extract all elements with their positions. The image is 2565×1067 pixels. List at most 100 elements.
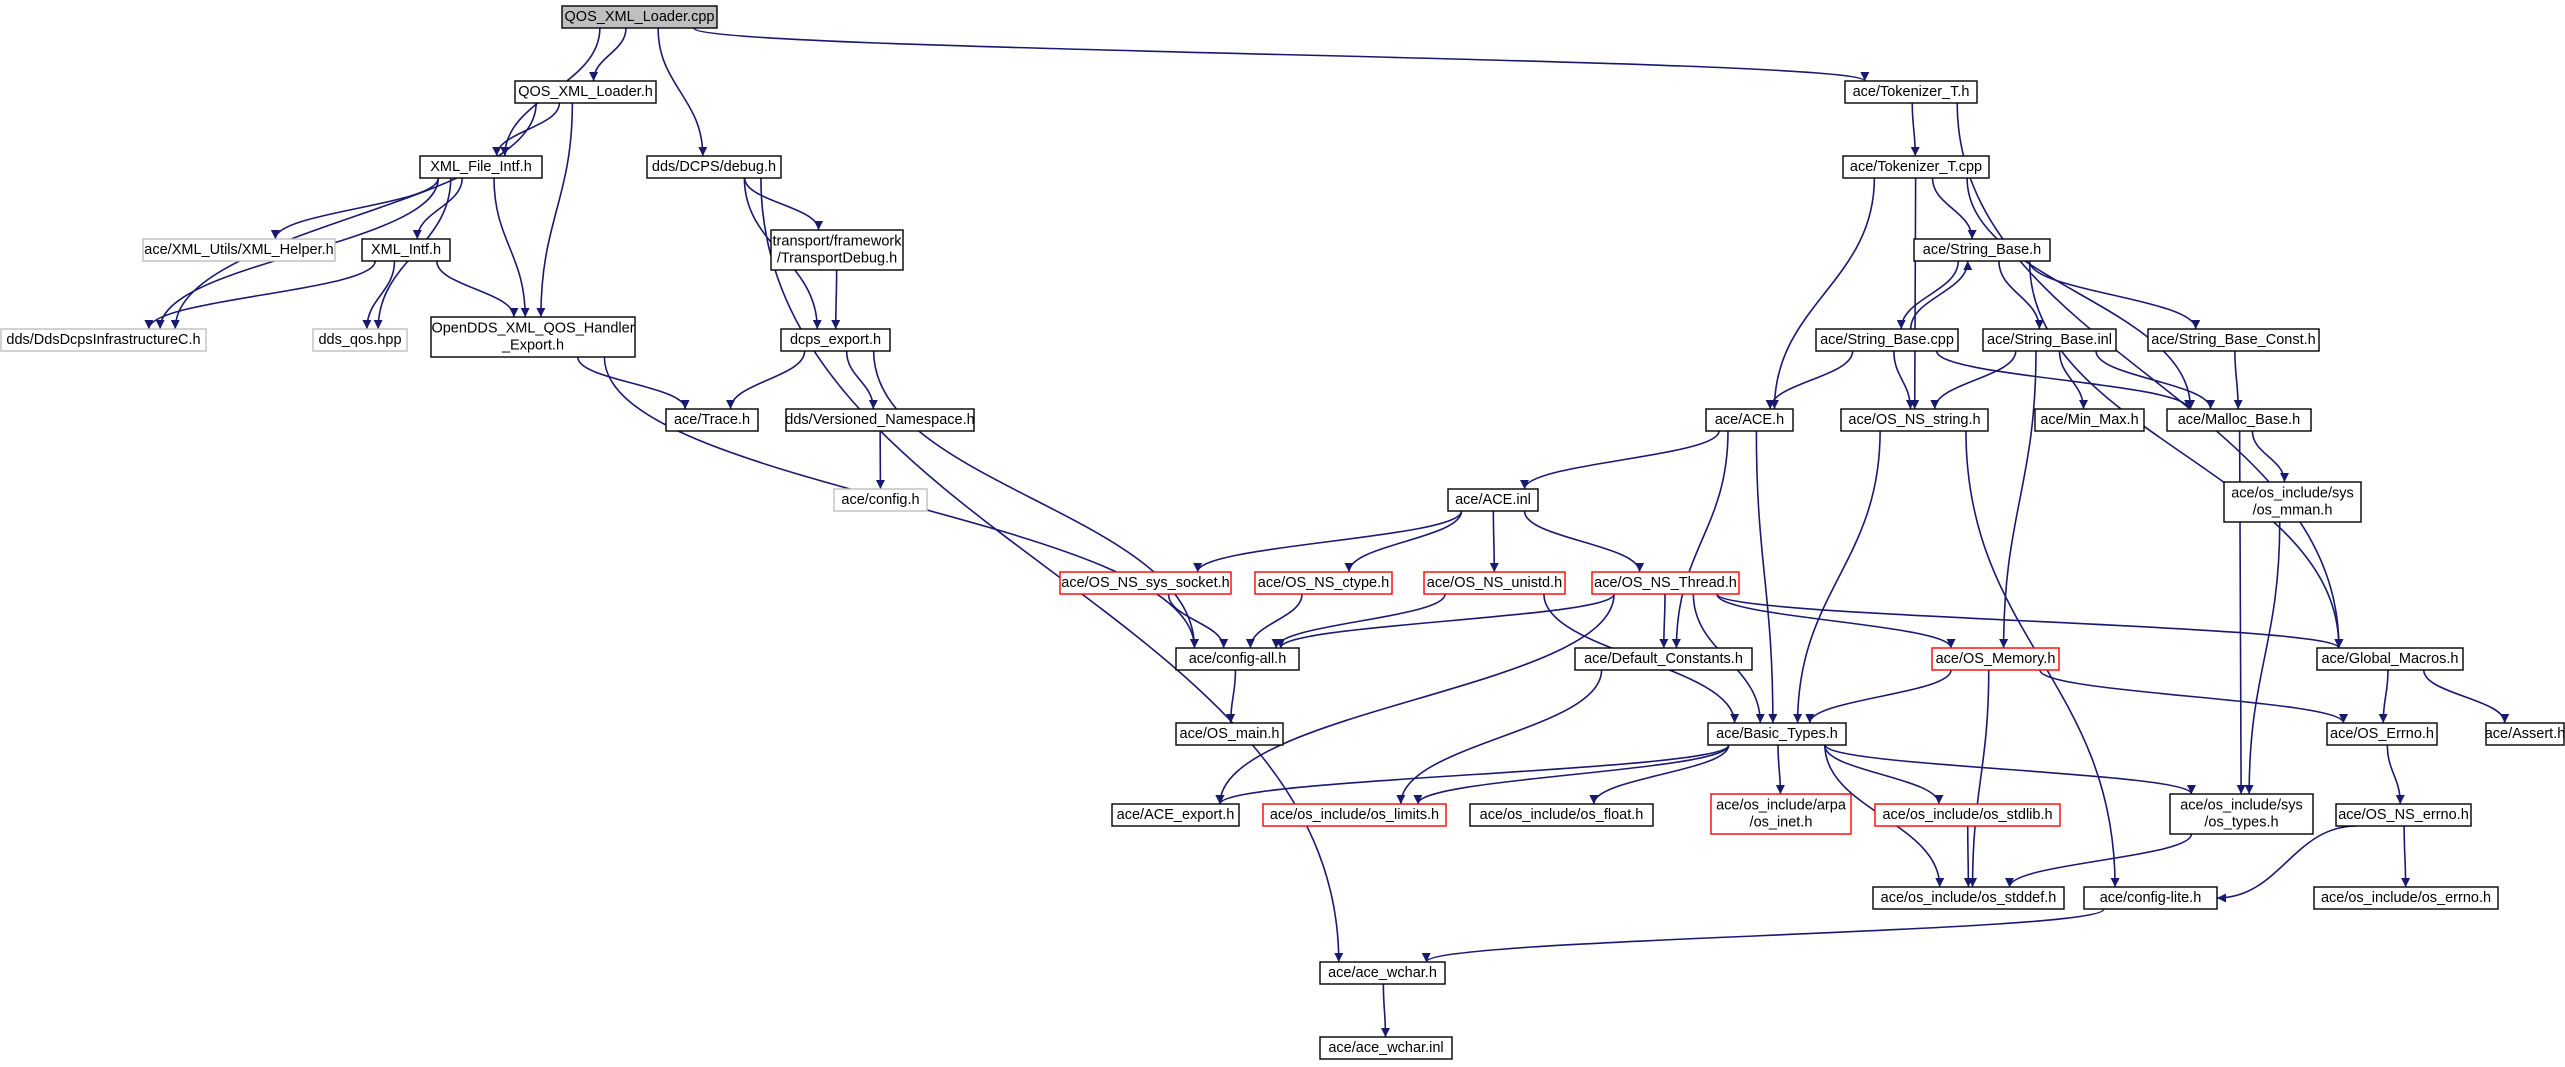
dependency-edge-string_base_cpp-to-ace_h	[1765, 350, 1854, 410]
node-label-dcps_export_h-0: dcps_export.h	[790, 332, 881, 348]
dependency-edge-string_base_h-to-string_base_inl	[1998, 260, 2044, 330]
dependency-edge-os_errno_h-to-os_ns_errno_h	[2386, 744, 2405, 805]
node-string_base_const_h[interactable]: ace/String_Base_Const.h	[2147, 328, 2320, 352]
node-os_limits_h[interactable]: ace/os_include/os_limits.h	[1262, 803, 1447, 827]
node-config_lite_h[interactable]: ace/config-lite.h	[2083, 886, 2218, 910]
node-os_ns_unistd_h[interactable]: ace/OS_NS_unistd.h	[1423, 571, 1566, 595]
node-dcps_export_h[interactable]: dcps_export.h	[780, 328, 891, 352]
node-box-basic_types_h	[1707, 722, 1847, 746]
dependency-edge-string_base_inl-to-os_ns_string_h	[1930, 350, 2017, 410]
node-box-tokenizer_t_h	[1844, 80, 1978, 104]
node-label-os_inet_h-0: ace/os_include/arpa	[1716, 798, 1847, 814]
node-label-os_mman_h-0: ace/os_include/sys	[2231, 486, 2354, 502]
dependency-edge-debug_h-to-ace_wchar_h	[760, 177, 1344, 963]
node-box-os_main_h	[1175, 722, 1284, 746]
node-trace_h[interactable]: ace/Trace.h	[665, 408, 759, 432]
node-ace_wchar_h[interactable]: ace/ace_wchar.h	[1319, 961, 1446, 985]
node-debug_h[interactable]: dds/DCPS/debug.h	[646, 155, 782, 179]
node-string_base_h[interactable]: ace/String_Base.h	[1913, 238, 2051, 262]
node-config_all_h[interactable]: ace/config-all.h	[1175, 647, 1300, 671]
node-versioned_ns_h[interactable]: dds/Versioned_Namespace.h	[785, 408, 975, 432]
node-label-os_float_h-0: ace/os_include/os_float.h	[1480, 807, 1644, 823]
node-global_macros_h[interactable]: ace/Global_Macros.h	[2316, 647, 2464, 671]
node-label-os_stddef_h-0: ace/os_include/os_stddef.h	[1881, 890, 2057, 906]
dependency-edge-os_ns_thread_h-to-os_memory_h	[1716, 593, 1956, 649]
node-malloc_base_h[interactable]: ace/Malloc_Base.h	[2166, 408, 2312, 432]
node-os_main_h[interactable]: ace/OS_main.h	[1175, 722, 1284, 746]
node-os_inet_h[interactable]: ace/os_include/arpa/os_inet.h	[1710, 793, 1852, 835]
node-os_ns_ctype_h[interactable]: ace/OS_NS_ctype.h	[1254, 571, 1393, 595]
node-box-min_max_h	[2034, 408, 2145, 432]
node-os_stdlib_h[interactable]: ace/os_include/os_stdlib.h	[1874, 803, 2061, 827]
node-os_float_h[interactable]: ace/os_include/os_float.h	[1469, 803, 1654, 827]
dependency-edge-xml_file_intf_h-to-xml_helper_h	[270, 177, 440, 240]
node-os_ns_errno_h[interactable]: ace/OS_NS_errno.h	[2335, 803, 2472, 827]
node-label-qos_xml_loader_h-0: QOS_XML_Loader.h	[518, 84, 653, 100]
node-label-xml_file_intf_h-0: XML_File_Intf.h	[430, 159, 532, 175]
dependency-edge-default_constants_h-to-os_limits_h	[1396, 669, 1603, 805]
node-handler_export_h[interactable]: OpenDDS_XML_QOS_Handler_Export.h	[430, 316, 636, 358]
node-qos_xml_loader_h[interactable]: QOS_XML_Loader.h	[514, 80, 657, 104]
node-xml_helper_h[interactable]: ace/XML_Utils/XML_Helper.h	[142, 238, 336, 262]
node-tokenizer_t_h[interactable]: ace/Tokenizer_T.h	[1844, 80, 1978, 104]
node-label-default_constants_h-0: ace/Default_Constants.h	[1584, 651, 1743, 667]
dependency-edge-os_ns_string_h-to-basic_types_h	[1793, 430, 1881, 724]
dependency-edge-os_ns_errno_h-to-os_errno_inc_h	[2401, 825, 2411, 888]
node-dds_infrastructure_h[interactable]: dds/DdsDcpsInfrastructureC.h	[0, 328, 207, 352]
node-label-qos_xml_loader_cpp-0: QOS_XML_Loader.cpp	[565, 9, 715, 25]
node-os_ns_string_h[interactable]: ace/OS_NS_string.h	[1840, 408, 1989, 432]
dependency-edge-os_ns_thread_h-to-default_constants_h	[1659, 593, 1669, 649]
node-assert_h[interactable]: ace/Assert.h	[2485, 722, 2565, 746]
node-os_ns_sys_socket_h[interactable]: ace/OS_NS_sys_socket.h	[1059, 571, 1232, 595]
node-xml_file_intf_h[interactable]: XML_File_Intf.h	[419, 155, 543, 179]
node-os_errno_inc_h[interactable]: ace/os_include/os_errno.h	[2313, 886, 2499, 910]
node-box-qos_xml_loader_h	[514, 80, 657, 104]
node-string_base_cpp[interactable]: ace/String_Base.cpp	[1815, 328, 1959, 352]
node-box-debug_h	[646, 155, 782, 179]
node-min_max_h[interactable]: ace/Min_Max.h	[2034, 408, 2145, 432]
node-label-string_base_const_h-0: ace/String_Base_Const.h	[2151, 332, 2315, 348]
node-dds_qos_hpp[interactable]: dds_qos.hpp	[312, 328, 408, 352]
dependency-edge-qos_xml_loader_h-to-handler_export_h	[536, 102, 574, 318]
node-tokenizer_t_cpp[interactable]: ace/Tokenizer_T.cpp	[1842, 155, 1990, 179]
dependency-edge-xml_intf_h-to-dds_qos_hpp	[362, 260, 396, 330]
node-ace_wchar_inl[interactable]: ace/ace_wchar.inl	[1319, 1036, 1453, 1060]
node-os_types_h[interactable]: ace/os_include/sys/os_types.h	[2169, 793, 2314, 835]
dependency-edge-os_types_h-to-os_stddef_h	[2005, 833, 2193, 888]
node-config_h[interactable]: ace/config.h	[833, 488, 928, 512]
node-os_stddef_h[interactable]: ace/os_include/os_stddef.h	[1872, 886, 2065, 910]
node-ace_export_h[interactable]: ace/ACE_export.h	[1111, 803, 1240, 827]
node-box-os_errno_inc_h	[2313, 886, 2499, 910]
dependency-edge-xml_file_intf_h-to-handler_export_h	[493, 177, 530, 318]
edge-layer	[144, 27, 2510, 1038]
node-os_ns_thread_h[interactable]: ace/OS_NS_Thread.h	[1591, 571, 1740, 595]
dependency-edge-tokenizer_t_h-to-global_macros_h	[1956, 102, 2344, 649]
node-label-config_all_h-0: ace/config-all.h	[1189, 651, 1287, 667]
dependency-edge-dcps_export_h-to-versioned_ns_h	[845, 350, 878, 410]
node-ace_h[interactable]: ace/ACE.h	[1705, 408, 1794, 432]
node-os_mman_h[interactable]: ace/os_include/sys/os_mman.h	[2223, 481, 2362, 523]
node-string_base_inl[interactable]: ace/String_Base.inl	[1982, 328, 2117, 352]
node-label-tokenizer_t_cpp-0: ace/Tokenizer_T.cpp	[1850, 159, 1982, 175]
node-label-config_h-0: ace/config.h	[841, 492, 919, 508]
node-label-string_base_cpp-0: ace/String_Base.cpp	[1820, 332, 1954, 348]
node-label-string_base_inl-0: ace/String_Base.inl	[1987, 332, 2112, 348]
node-xml_intf_h[interactable]: XML_Intf.h	[361, 238, 451, 262]
node-box-os_ns_sys_socket_h	[1059, 571, 1232, 595]
node-label-xml_helper_h-0: ace/XML_Utils/XML_Helper.h	[144, 242, 333, 258]
node-box-os_limits_h	[1262, 803, 1447, 827]
node-ace_inl[interactable]: ace/ACE.inl	[1447, 488, 1539, 512]
node-box-os_types_h	[2169, 793, 2314, 835]
node-default_constants_h[interactable]: ace/Default_Constants.h	[1574, 647, 1753, 671]
dependency-edge-os_ns_unistd_h-to-config_all_h	[1271, 593, 1446, 649]
node-os_errno_h[interactable]: ace/OS_Errno.h	[2326, 722, 2438, 746]
node-transport_debug_h[interactable]: transport/framework/TransportDebug.h	[770, 229, 904, 271]
dependency-edge-string_base_h-to-string_base_const_h	[2028, 260, 2201, 330]
node-box-config_all_h	[1175, 647, 1300, 671]
node-box-xml_helper_h	[142, 238, 336, 262]
node-qos_xml_loader_cpp[interactable]: QOS_XML_Loader.cpp	[561, 5, 718, 29]
node-box-ace_inl	[1447, 488, 1539, 512]
node-layer: QOS_XML_Loader.cppQOS_XML_Loader.hXML_Fi…	[0, 5, 2565, 1060]
node-os_memory_h[interactable]: ace/OS_Memory.h	[1931, 647, 2060, 671]
node-basic_types_h[interactable]: ace/Basic_Types.h	[1707, 722, 1847, 746]
